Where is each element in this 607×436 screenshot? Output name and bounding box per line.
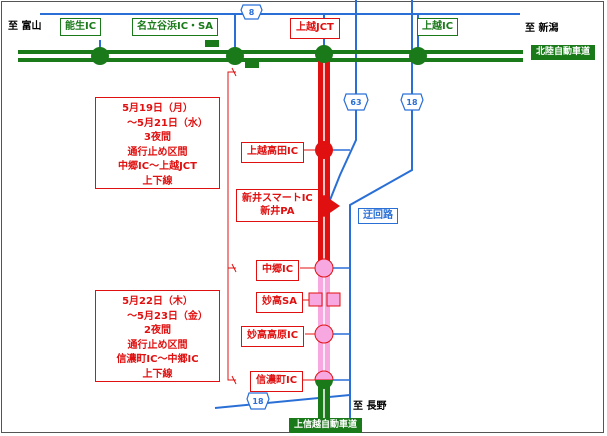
arai-smart-ic-label: 新井スマートIC 新井PA [236,189,319,222]
notice-2-line-5: 信濃町IC～中郷IC [116,354,199,365]
nakago-ic-label: 中郷IC [256,260,300,281]
shinanomachi-ic-node-bottom [315,380,333,389]
notice-1-line-2: ～5月21日（水） [127,117,208,129]
notice-1-line-4: 通行止め区間 [127,146,188,158]
nadachi-ic-sa-label: 名立谷浜IC・SA [132,18,219,36]
route-18-shield-bottom: 18 [246,392,270,410]
notice-2-line-3: 2夜間 [144,325,171,336]
notice-2-line-2: ～5月23日（金） [127,310,208,322]
direction-toyama: 至 富山 [8,21,42,32]
closure-notice-1: 5月19日（月） ～5月21日（水） 3夜間 通行止め区間 中郷IC～上越JCT… [95,97,220,189]
joetsu-ic-label: 上越IC [417,18,459,36]
bracket-tick-1 [231,67,237,77]
nou-ic-node [91,47,109,65]
myoko-kogen-ic-label: 妙高高原IC [241,326,305,347]
notice-2-line-1: 5月22日（木） [122,296,193,307]
route-8-shield: 8 [240,4,263,20]
arai-smart-ic-line1: 新井スマートIC [242,193,313,204]
route-63-number: 63 [350,98,361,107]
myoko-sa-label: 妙高SA [256,292,303,313]
joetsu-jct-node [315,45,333,63]
myoko-sa-node-2 [326,292,341,307]
direction-nagano: 至 長野 [353,401,387,412]
route-63-shield: 63 [343,93,369,111]
route-18-shield-top: 18 [400,93,424,111]
notice-2-line-4: 通行止め区間 [127,339,188,351]
bracket-tick-2 [231,263,237,273]
detour-label: 迂回路 [358,208,398,224]
notice-1-line-1: 5月19日（月） [122,103,193,114]
route-18-top-number: 18 [406,98,418,107]
hokuriku-expressway-tag: 北陸自動車道 [531,45,596,60]
notice-2-line-6: 上下線 [142,368,173,380]
joetsu-takada-ic-label: 上越高田IC [241,142,305,163]
notice-1-line-6: 上下線 [142,175,173,187]
arai-pa-line2: 新井PA [260,205,295,217]
route-8-number: 8 [249,8,255,17]
notice-bracket-2 [227,267,236,381]
shinanomachi-ic-label: 信濃町IC [250,371,304,392]
nadachi-sa-marker-1 [205,40,219,47]
kogen-ic-node [314,324,334,344]
shinanomachi-ic-node-top [314,370,334,381]
notice-bracket-1 [227,71,236,269]
notice-1-line-5: 中郷IC～上越JCT [118,161,197,172]
joetsu-ic-node [409,47,427,65]
nadachi-ic-node [226,47,244,65]
myoko-sa-node-1 [308,292,323,307]
nakago-ic-node [314,258,334,278]
takada-ic-node [315,141,333,159]
joetsu-jct-label: 上越JCT [290,18,340,39]
closure-notice-2: 5月22日（木） ～5月23日（金） 2夜間 通行止め区間 信濃町IC～中郷IC… [95,290,220,382]
bracket-tick-3 [231,375,237,385]
direction-niigata: 至 新潟 [525,23,559,34]
joshinetsu-expressway-tag: 上信越自動車道 [289,418,363,433]
nadachi-sa-marker-2 [245,61,259,68]
route-18-bottom-number: 18 [252,397,264,406]
notice-1-line-3: 3夜間 [144,132,171,143]
route-63-road [329,0,357,201]
nou-ic-label: 能生IC [60,18,102,36]
